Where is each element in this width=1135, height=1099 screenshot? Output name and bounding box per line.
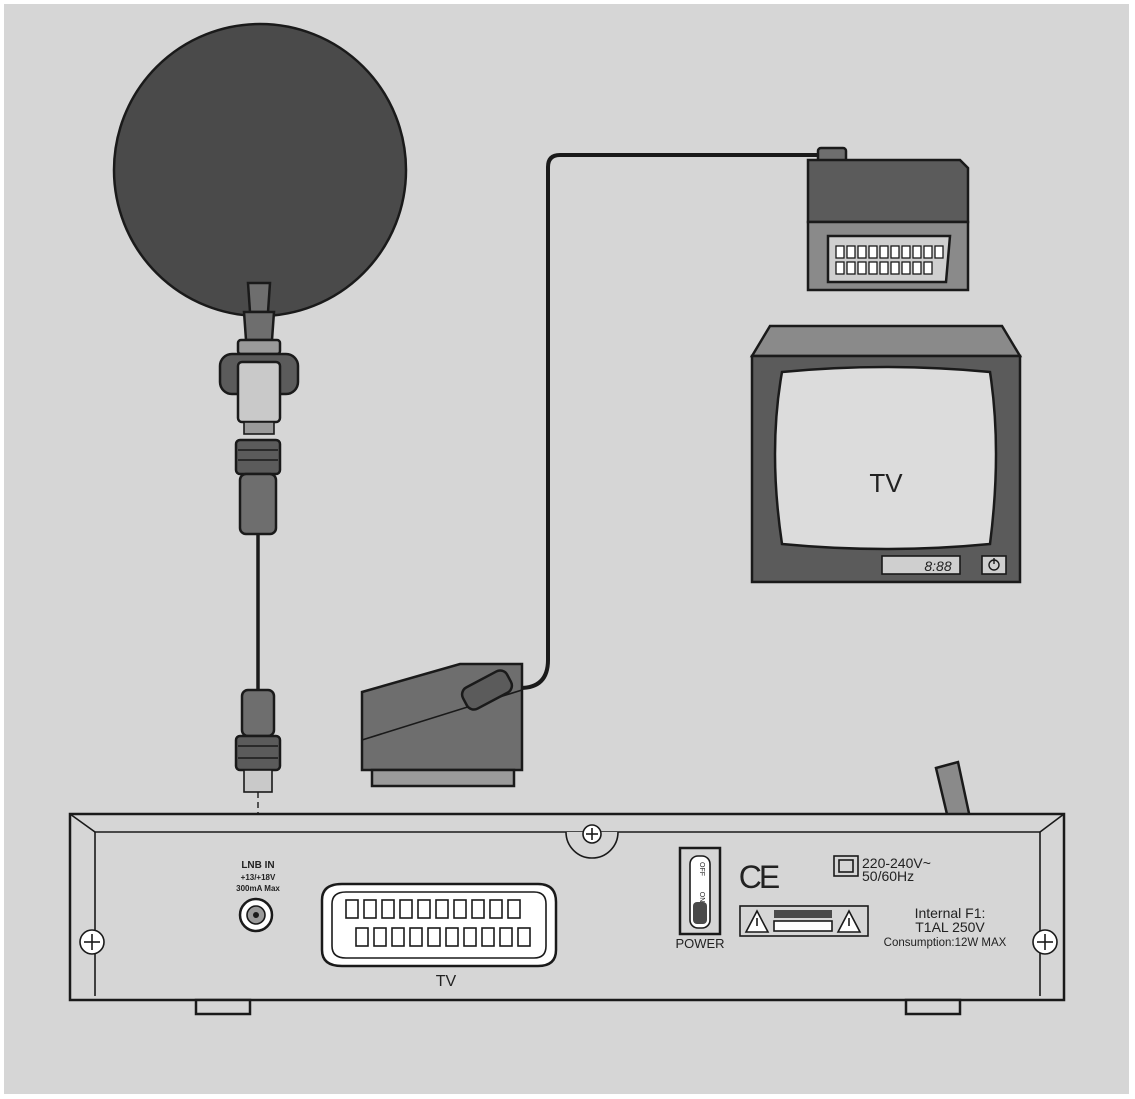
scart-plug-tv <box>806 146 970 292</box>
scart-cable <box>505 153 820 690</box>
lnb-in-port <box>238 897 274 933</box>
lnb-current-label: 300mA Max <box>236 884 280 893</box>
screw-right-icon <box>1032 929 1058 955</box>
ce-mark: CE <box>739 859 779 895</box>
lnb-connector <box>218 310 300 435</box>
tv-screen <box>773 365 998 551</box>
switch-on-label: ON <box>698 892 705 903</box>
satellite-dish <box>112 22 408 318</box>
tv-clock-text: 8:88 <box>924 558 951 574</box>
lnb-voltage-label: +13/+18V <box>241 873 276 882</box>
double-insulation-icon <box>833 855 859 877</box>
tv-power-button <box>981 555 1007 575</box>
scart-socket <box>320 882 558 968</box>
scart-plug-receiver <box>360 662 524 788</box>
fuse-label: Internal F1: <box>915 905 986 921</box>
cable-f-connector-bottom <box>234 688 282 793</box>
television: TV 8:88 <box>749 324 1023 584</box>
cable-f-connector-top <box>234 438 282 536</box>
screw-top-icon <box>565 824 619 859</box>
screw-left-icon <box>79 929 105 955</box>
receiver-foot-left <box>194 998 252 1016</box>
power-label: POWER <box>675 936 724 951</box>
tv-clock-display <box>881 555 961 575</box>
scart-port-label: TV <box>436 973 457 990</box>
lnb-in-label: LNB IN <box>241 860 274 871</box>
warning-label <box>739 905 869 937</box>
fuse-value: T1AL 250V <box>915 919 985 935</box>
power-switch <box>678 846 722 936</box>
switch-off-label: OFF <box>698 862 705 876</box>
receiver-rear-panel: LNB IN +13/+18V 300mA Max <box>68 812 1066 1016</box>
scart-plug-pins <box>835 245 944 275</box>
voltage-rating: 220-240V~ <box>862 855 931 871</box>
tv-screen-label: TV <box>869 468 903 498</box>
receiver-foot-right <box>904 998 962 1016</box>
consumption-label: Consumption:12W MAX <box>884 937 1007 949</box>
frequency-rating: 50/60Hz <box>862 868 914 884</box>
